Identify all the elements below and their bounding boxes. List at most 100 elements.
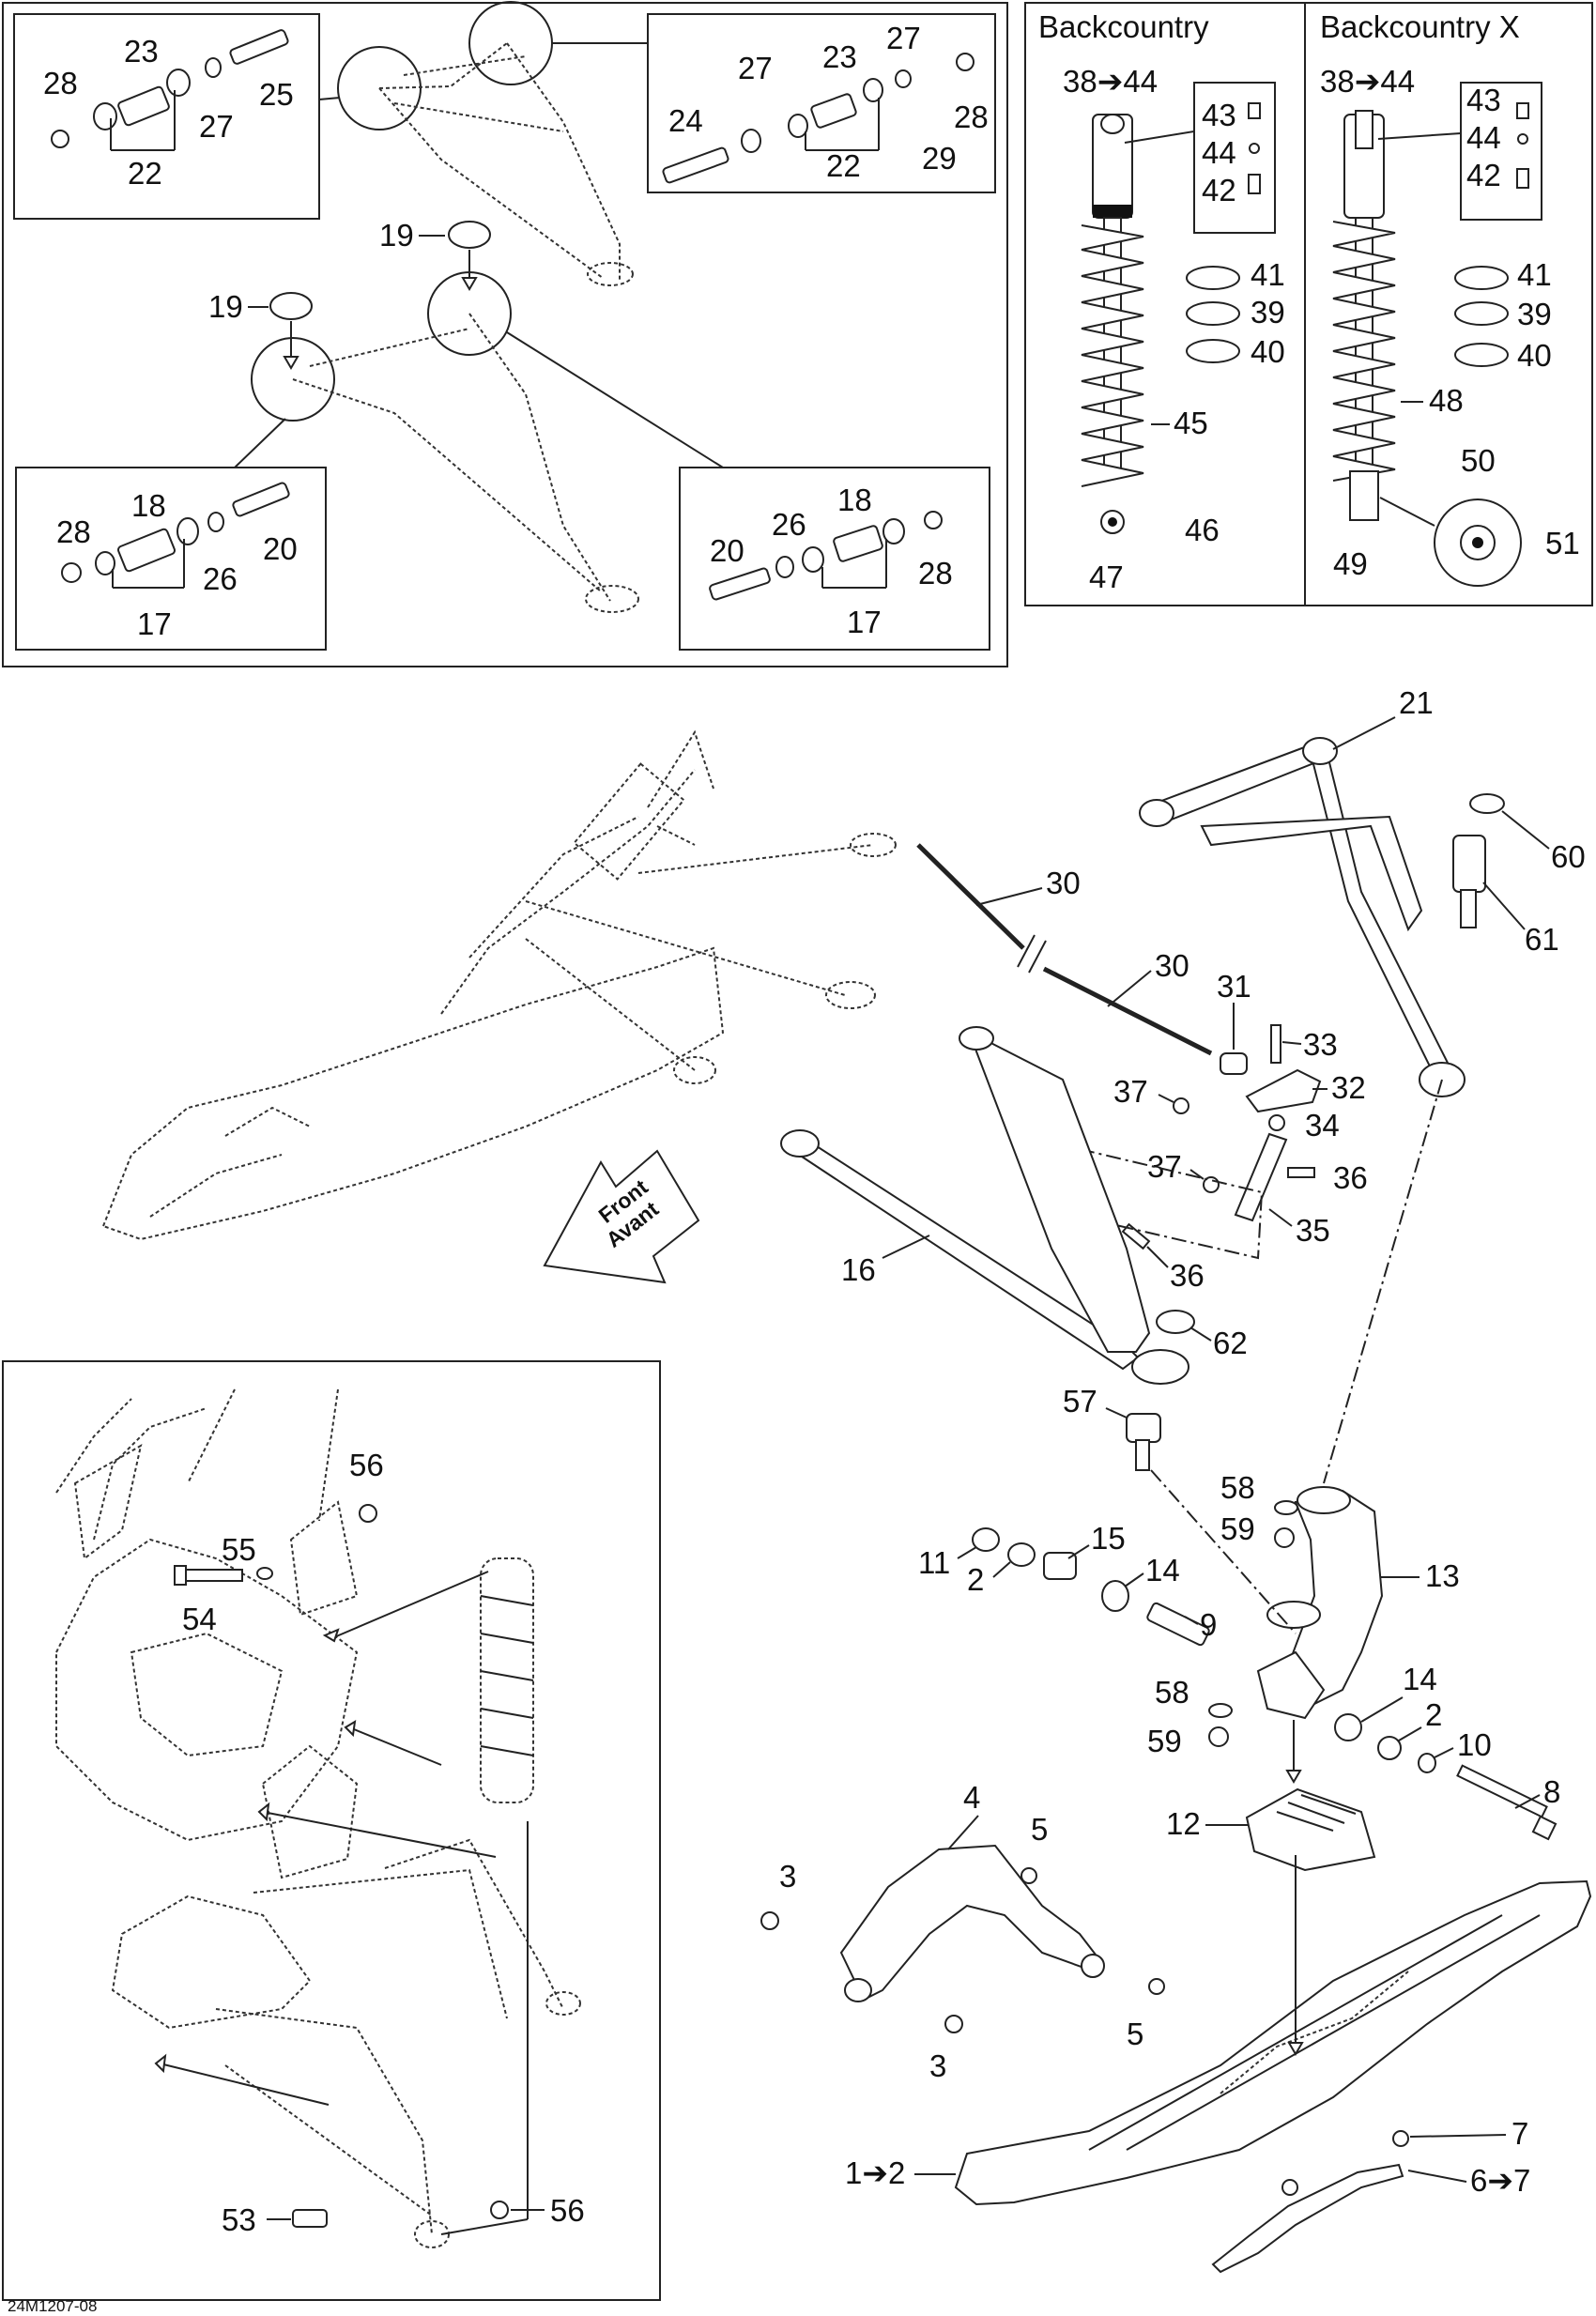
lower-a-arm-16 <box>780 1026 1189 1385</box>
bolt-36-upper <box>1287 1167 1315 1178</box>
callout-5: 5 <box>1127 2017 1143 2051</box>
callout-12: 12 <box>1166 1806 1201 1841</box>
stabilizer-rod-30 <box>916 843 1213 1056</box>
front-suspension-assembly-sketch <box>101 729 897 1241</box>
callout-8: 8 <box>1543 1774 1560 1809</box>
callout-27: 27 <box>886 21 921 55</box>
callout-28: 28 <box>43 66 78 100</box>
circlip-60 <box>1469 793 1505 814</box>
callout-40: 40 <box>1517 338 1552 373</box>
washer-19-upper <box>448 221 491 249</box>
callout-42: 42 <box>1466 158 1501 192</box>
callout-37: 37 <box>1113 1074 1148 1109</box>
washer-58-upper <box>1274 1500 1298 1515</box>
bushing-stack-lower-left <box>61 482 290 589</box>
assembly-arrow-d <box>159 2063 330 2106</box>
shock-hardware-backcountry <box>1186 102 1261 363</box>
callout-18: 18 <box>837 483 872 517</box>
callout-43: 43 <box>1466 83 1501 117</box>
callout-57: 57 <box>1063 1384 1097 1419</box>
bolt-5-upper <box>1021 1867 1037 1884</box>
bolt-33 <box>1270 1024 1281 1064</box>
detail-box-lower-right <box>679 467 990 651</box>
callout-49: 49 <box>1333 546 1368 581</box>
link-35 <box>1234 1132 1288 1222</box>
spindle-13 <box>1256 1486 1384 1720</box>
callout-36: 36 <box>1333 1160 1368 1195</box>
callout-58: 58 <box>1155 1675 1189 1710</box>
bracket-32 <box>1245 1068 1322 1113</box>
pad-12 <box>1245 1787 1376 1872</box>
callout-56: 56 <box>550 2193 585 2228</box>
callout-2: 2 <box>967 1562 984 1597</box>
callout-7: 7 <box>1512 2116 1528 2151</box>
callout-30: 30 <box>1155 948 1189 983</box>
callout-27: 27 <box>738 51 773 85</box>
callout-51: 51 <box>1545 526 1580 560</box>
washer-2-left <box>1007 1542 1036 1567</box>
cap-11 <box>972 1527 1000 1552</box>
spindle-chain-line <box>1323 1079 1443 1484</box>
assembly-arrow-b <box>262 1811 497 1858</box>
callout-23: 23 <box>124 34 159 69</box>
callout-28: 28 <box>56 514 91 549</box>
callout-31: 31 <box>1217 969 1251 1004</box>
callout-22: 22 <box>826 148 861 183</box>
shock-absorber-backcountry-x <box>1332 110 1396 521</box>
callout-21: 21 <box>1399 685 1434 720</box>
callout-17: 17 <box>847 605 882 639</box>
callout-38-44: 38➔44 <box>1320 64 1415 99</box>
callout-1-2: 1➔2 <box>845 2155 905 2190</box>
callout-15: 15 <box>1091 1521 1126 1556</box>
callout-28: 28 <box>954 100 989 134</box>
callout-32: 32 <box>1331 1070 1366 1105</box>
hardware-box-backcountry-x <box>1460 82 1542 221</box>
callout-5: 5 <box>1031 1812 1048 1847</box>
callout-34: 34 <box>1305 1108 1340 1143</box>
callout-23: 23 <box>822 39 857 74</box>
callout-40: 40 <box>1251 334 1285 369</box>
callout-13: 13 <box>1425 1558 1460 1593</box>
callout-39: 39 <box>1517 297 1552 331</box>
ball-joint-61 <box>1452 835 1486 928</box>
diagram-id: 24M1207-08 <box>8 2297 97 2315</box>
callout-47: 47 <box>1089 560 1124 594</box>
callout-54: 54 <box>182 1602 217 1636</box>
callout-58: 58 <box>1220 1470 1255 1505</box>
callout-43: 43 <box>1202 98 1236 132</box>
callout-39: 39 <box>1251 295 1285 330</box>
callout-59: 59 <box>1220 1511 1255 1546</box>
callout-45: 45 <box>1174 406 1208 440</box>
bolt-8 <box>1456 1764 1558 1841</box>
nut-59-lower <box>1208 1726 1229 1747</box>
callout-50: 50 <box>1461 443 1496 478</box>
bushing-stack-upper-right <box>662 53 974 184</box>
shock-heading-backcountry-x: Backcountry X <box>1320 9 1520 44</box>
callout-11: 11 <box>918 1545 950 1580</box>
runner-6 <box>1211 2130 1409 2274</box>
washer-10 <box>1418 1753 1436 1773</box>
callout-30: 30 <box>1046 866 1081 900</box>
link-dash-frame <box>1079 1148 1264 1260</box>
bushing-stack-upper-left <box>51 29 289 151</box>
bushing-14-right <box>1334 1713 1362 1741</box>
callout-60: 60 <box>1551 839 1586 874</box>
assembly-arrow-c <box>348 1726 442 1766</box>
callout-44: 44 <box>1202 135 1236 170</box>
callout-14: 14 <box>1145 1553 1180 1587</box>
callout-14: 14 <box>1403 1662 1437 1696</box>
callout-61: 61 <box>1525 922 1559 957</box>
bushing-15 <box>1043 1552 1077 1580</box>
callout-16: 16 <box>841 1252 876 1287</box>
bolt-3-lower <box>944 2015 963 2033</box>
upper-a-arm-sketch <box>318 1 648 286</box>
callout-25: 25 <box>259 77 294 112</box>
callout-4: 4 <box>963 1780 980 1815</box>
shock-panel <box>1024 2 1593 606</box>
callout-26: 26 <box>772 507 806 542</box>
nut-37-upper <box>1173 1097 1189 1114</box>
chassis-panel <box>2 1360 661 2301</box>
callout-17: 17 <box>137 606 172 641</box>
nut-56-lower <box>490 2201 509 2219</box>
